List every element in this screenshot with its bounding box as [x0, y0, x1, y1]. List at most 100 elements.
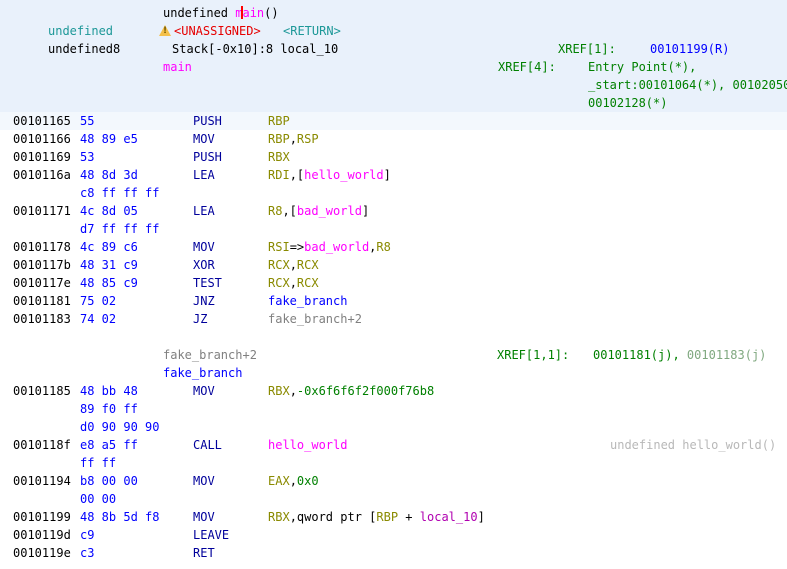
mnemonic[interactable]: PUSH	[193, 114, 222, 128]
register-operand[interactable]: R8	[376, 240, 391, 254]
register-operand[interactable]: R8	[268, 204, 283, 218]
text-token[interactable]: undefined8	[48, 42, 121, 56]
xref[interactable]: 00102128(*)	[588, 96, 668, 110]
mnemonic[interactable]: LEA	[193, 204, 215, 218]
datatype[interactable]: <RETURN>	[283, 24, 341, 38]
scalar-operand[interactable]: -0x6f6f6f2f000f76b8	[296, 384, 435, 398]
unassigned-return[interactable]: <UNASSIGNED>	[174, 24, 261, 38]
bytes[interactable]: 48 89 e5	[80, 132, 138, 146]
bytes[interactable]: 4c 89 c6	[80, 240, 138, 254]
mnemonic[interactable]: PUSH	[193, 150, 222, 164]
xref[interactable]: XREF[1,1]:	[497, 348, 570, 362]
bytes[interactable]: 4c 8d 05	[80, 204, 138, 218]
mnemonic[interactable]: JNZ	[193, 294, 215, 308]
address[interactable]: 00101183	[13, 312, 71, 326]
bytes[interactable]: 48 31 c9	[80, 258, 138, 272]
bytes[interactable]: c3	[80, 546, 95, 560]
text-token[interactable]: ,	[289, 258, 297, 272]
address[interactable]: 00101199	[13, 510, 71, 524]
address[interactable]: 00101166	[13, 132, 71, 146]
mnemonic[interactable]: LEA	[193, 168, 215, 182]
text-token[interactable]: ,[	[289, 168, 305, 182]
xref[interactable]: 00101181(j),	[593, 348, 687, 362]
bytes[interactable]: 53	[80, 150, 95, 164]
register-operand[interactable]: RCX	[268, 258, 290, 272]
register-operand[interactable]: RBP	[268, 132, 290, 146]
non-primary-label[interactable]: fake_branch+2	[163, 348, 257, 362]
text-token[interactable]: ,	[289, 276, 297, 290]
address[interactable]: 0010116a	[13, 168, 71, 182]
address[interactable]: 00101171	[13, 204, 71, 218]
mnemonic[interactable]: LEAVE	[193, 528, 230, 542]
bytes[interactable]: e8 a5 ff	[80, 438, 138, 452]
text-token[interactable]: ]	[383, 168, 391, 182]
register-operand[interactable]: RBP	[376, 510, 399, 524]
text-token[interactable]: ,qword ptr [	[289, 510, 377, 524]
mnemonic[interactable]: RET	[193, 546, 215, 560]
address[interactable]: 00101194	[13, 474, 71, 488]
xref[interactable]: _start:00101064(*), 00102050	[588, 78, 787, 92]
text-token[interactable]: undefined	[163, 6, 236, 20]
text-token[interactable]: ,	[289, 474, 297, 488]
register-operand[interactable]: RBX	[268, 510, 290, 524]
address[interactable]: 0010117b	[13, 258, 71, 272]
text-token[interactable]: ,	[289, 384, 297, 398]
bytes[interactable]: 55	[80, 114, 95, 128]
scalar-operand[interactable]: 0x0	[296, 474, 319, 488]
bytes[interactable]: 48 bb 48	[80, 384, 138, 398]
address[interactable]: 00101178	[13, 240, 71, 254]
mnemonic[interactable]: MOV	[193, 132, 215, 146]
function-name[interactable]: ain	[242, 6, 265, 20]
function-name[interactable]: hello_world	[304, 168, 384, 182]
bytes[interactable]: 48 85 c9	[80, 276, 138, 290]
address[interactable]: 00101185	[13, 384, 71, 398]
bytes[interactable]: d7 ff ff ff	[80, 222, 160, 236]
register-operand[interactable]: RDI	[268, 168, 290, 182]
register-operand[interactable]: EAX	[268, 474, 290, 488]
mnemonic[interactable]: MOV	[193, 474, 215, 488]
bytes[interactable]: ff ff	[80, 456, 117, 470]
text-token[interactable]: ]	[477, 510, 485, 524]
register-operand[interactable]: RSP	[296, 132, 319, 146]
bytes[interactable]: 00 00	[80, 492, 117, 506]
register-operand[interactable]: RCX	[296, 276, 319, 290]
bytes[interactable]: c9	[80, 528, 95, 542]
mnemonic[interactable]: MOV	[193, 510, 215, 524]
mnemonic[interactable]: MOV	[193, 240, 215, 254]
bytes[interactable]: 89 f0 ff	[80, 402, 138, 416]
function-name[interactable]: main	[163, 60, 192, 74]
function-annotation[interactable]: undefined hello_world()	[610, 438, 777, 452]
address[interactable]: 0010119d	[13, 528, 71, 542]
mnemonic[interactable]: TEST	[193, 276, 222, 290]
text-token[interactable]: ]	[361, 204, 370, 218]
bytes[interactable]: 74 02	[80, 312, 117, 326]
bytes[interactable]: b8 00 00	[80, 474, 138, 488]
mnemonic[interactable]: CALL	[193, 438, 222, 452]
xref-non-primary[interactable]: 00101183(j)	[686, 348, 767, 362]
function-name[interactable]: hello_world	[268, 438, 348, 452]
mnemonic[interactable]: JZ	[193, 312, 208, 326]
xref[interactable]: XREF[4]:	[498, 60, 556, 74]
variable-operand[interactable]: local_10	[419, 510, 478, 524]
xref[interactable]: XREF[1]:	[558, 42, 616, 56]
function-name[interactable]: bad_world	[296, 204, 362, 218]
bytes[interactable]: d0 90 90 90	[80, 420, 160, 434]
register-operand[interactable]: RCX	[268, 276, 290, 290]
bytes[interactable]: 75 02	[80, 294, 117, 308]
register-operand[interactable]: RBP	[268, 114, 290, 128]
address[interactable]: 0010119e	[13, 546, 71, 560]
register-operand[interactable]: RCX	[296, 258, 319, 272]
non-primary-label[interactable]: fake_branch+2	[268, 312, 362, 326]
address[interactable]: 00101169	[13, 150, 71, 164]
function-name[interactable]: bad_world	[304, 240, 370, 254]
text-token[interactable]: ,	[369, 240, 377, 254]
code-label[interactable]: fake_branch	[268, 294, 348, 308]
mnemonic[interactable]: MOV	[193, 384, 215, 398]
text-token[interactable]: +	[398, 510, 420, 524]
text-token[interactable]: ()	[264, 6, 279, 20]
register-operand[interactable]: RBX	[268, 150, 290, 164]
address[interactable]: 0010118f	[13, 438, 71, 452]
register-operand[interactable]: RBX	[268, 384, 290, 398]
text-token[interactable]: ,[	[282, 204, 297, 218]
mnemonic[interactable]: XOR	[193, 258, 215, 272]
